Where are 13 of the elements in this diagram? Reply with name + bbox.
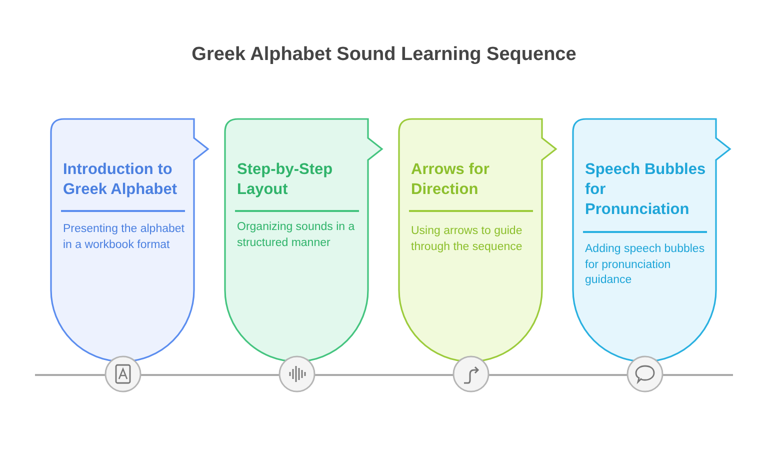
step-heading: Introduction to Greek Alphabet <box>63 160 178 200</box>
step-card <box>50 118 210 364</box>
step-card <box>398 118 558 364</box>
step-card <box>572 118 732 364</box>
step-heading: Arrows for Direction <box>411 160 490 200</box>
step-card <box>224 118 384 364</box>
step-description: Using arrows to guide through the sequence <box>411 224 524 254</box>
step-heading: Speech Bubbles for Pronunciation <box>585 160 707 220</box>
step-description: Organizing sounds in a structured manner <box>237 220 356 250</box>
diagram-title: Greek Alphabet Sound Learning Sequence <box>190 44 578 66</box>
step-heading: Step-by-Step Layout <box>237 160 334 200</box>
step-description: Adding speech bubbles for pronunciation guidance <box>585 242 706 288</box>
step-description: Presenting the alphabet in a workbook format <box>63 222 185 252</box>
